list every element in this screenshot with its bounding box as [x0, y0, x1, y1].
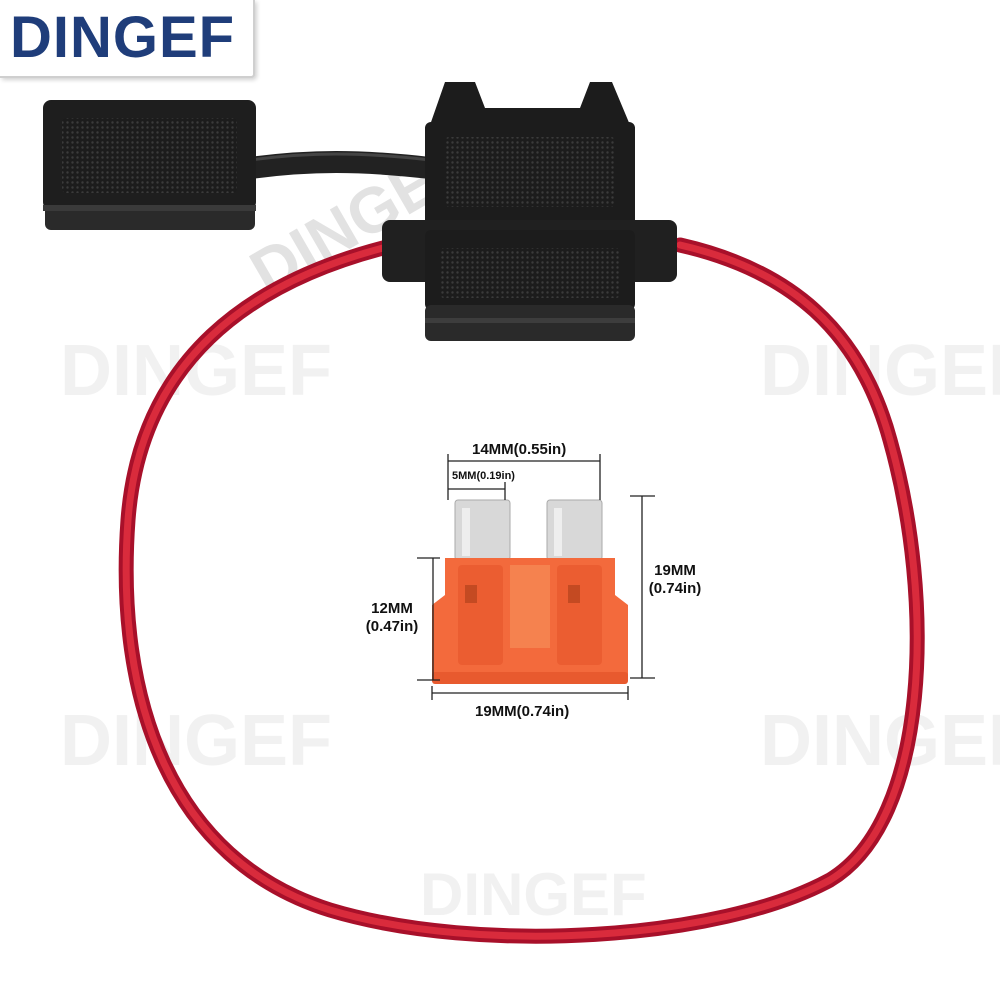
brand-logo: DINGEF: [10, 5, 236, 70]
black-cable: [248, 151, 432, 179]
total-height-mm: 19MM: [654, 562, 696, 579]
blade-width-label: 5MM(0.19in): [452, 470, 515, 482]
dimension-lines: [417, 454, 655, 700]
fuse-top-width-label: 14MM(0.55in): [472, 441, 567, 458]
total-height-in: (0.74in): [648, 580, 702, 597]
holder-body: [382, 82, 677, 341]
body-height-label: 12MM (0.47in): [352, 600, 432, 636]
holder-cap: [43, 100, 256, 230]
brand-logo-box: DINGEF: [0, 0, 255, 78]
body-height-mm: 12MM: [371, 600, 413, 617]
body-height-in: (0.47in): [365, 618, 419, 635]
total-height-label: 19MM (0.74in): [640, 562, 710, 598]
fuse: [432, 499, 628, 684]
body-width-label: 19MM(0.74in): [475, 703, 570, 720]
